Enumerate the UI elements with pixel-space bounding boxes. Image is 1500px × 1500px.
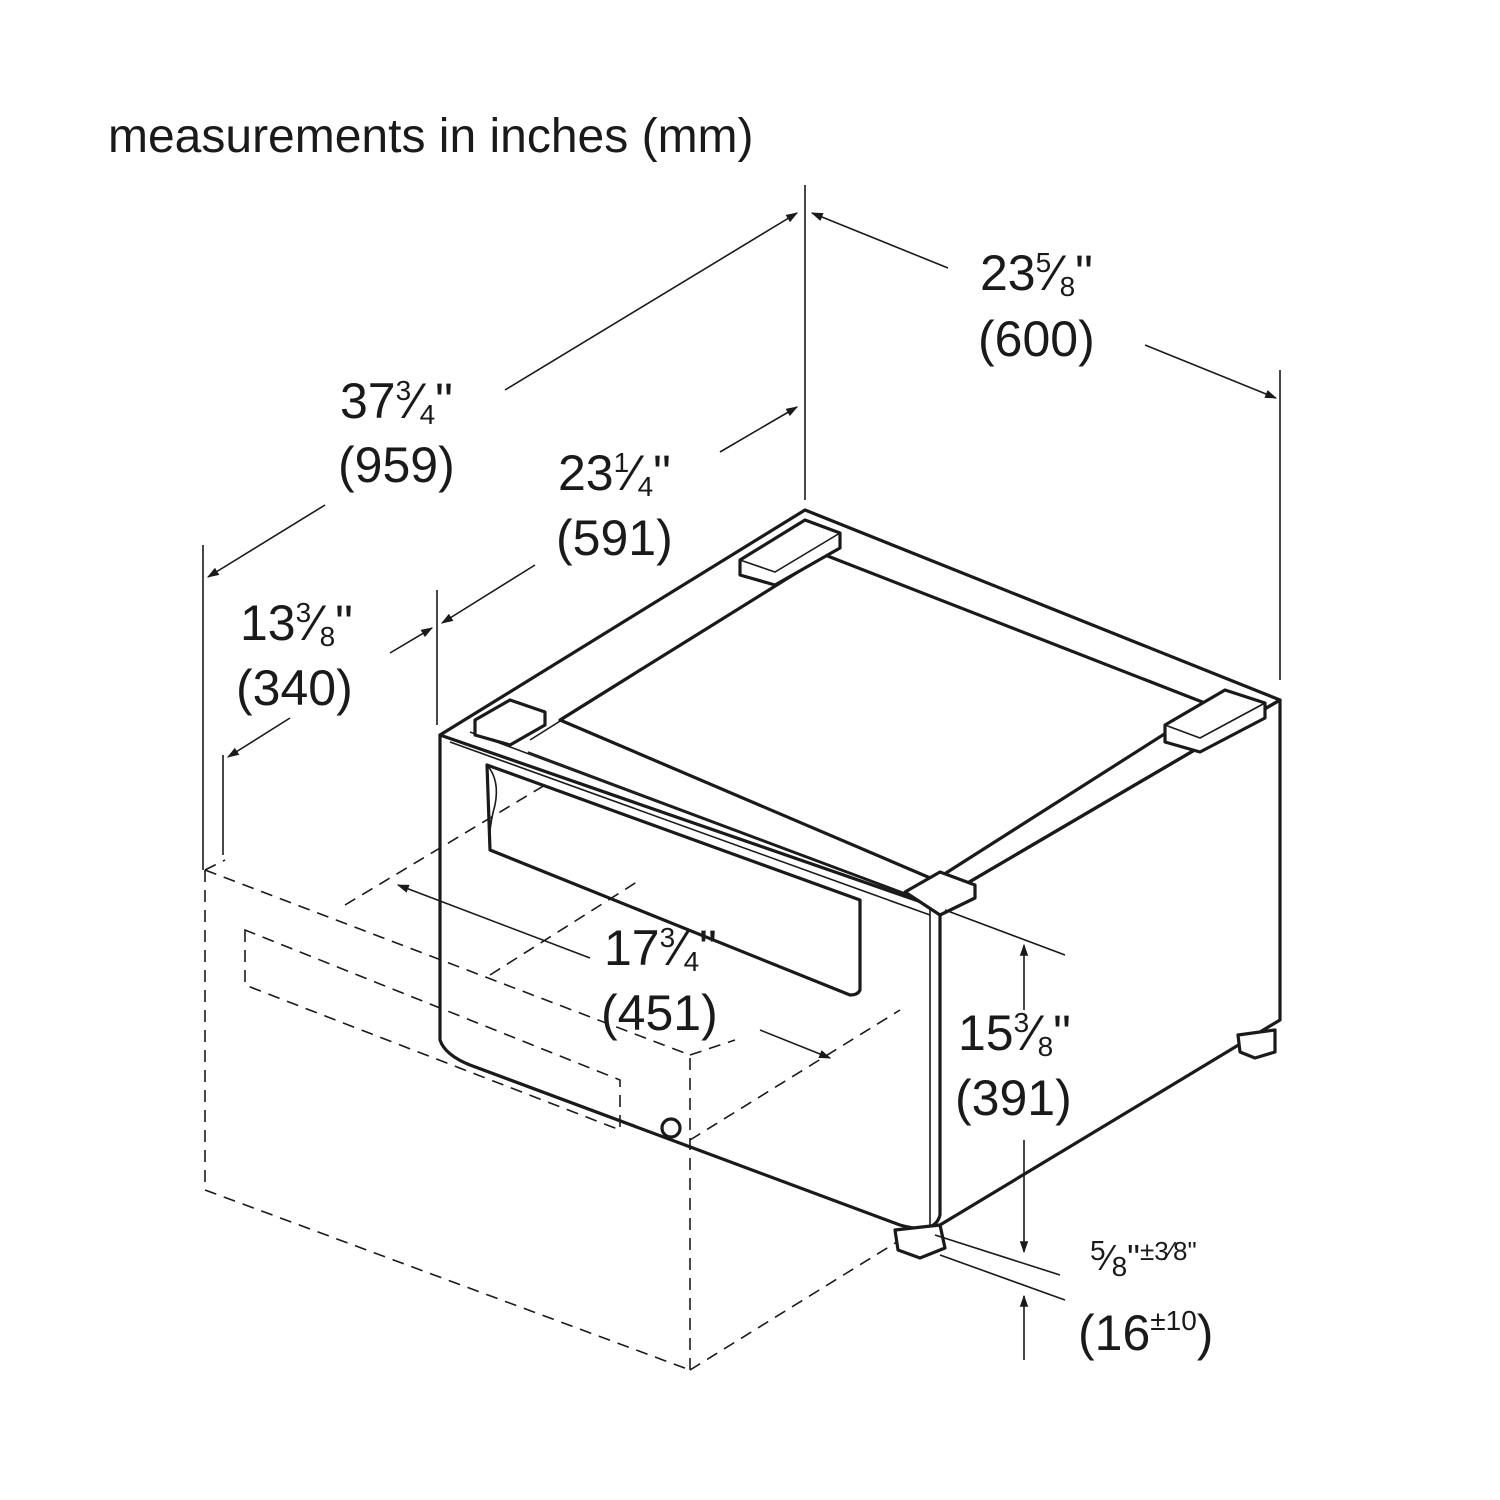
svg-text:173⁄4": 173⁄4" (604, 920, 717, 977)
svg-text:231⁄4": 231⁄4" (558, 445, 671, 502)
dimension-foot-adjustment: 5⁄8"±3⁄8" (16±10) (1078, 1235, 1213, 1361)
svg-text:235⁄8": 235⁄8" (980, 245, 1093, 302)
dimension-total-depth: 373⁄4" (959) (338, 373, 455, 493)
pedestal-body (438, 508, 1282, 1260)
dimension-drawer-extension: 133⁄8" (340) (236, 595, 353, 716)
svg-text:(600): (600) (978, 311, 1095, 367)
svg-text:5⁄8"±3⁄8": 5⁄8"±3⁄8" (1090, 1235, 1197, 1282)
dimension-width: 235⁄8" (600) (978, 245, 1095, 367)
dimension-lines (202, 185, 1281, 1360)
svg-text:(591): (591) (556, 510, 673, 566)
dimension-drawer-width: 173⁄4" (451) (601, 920, 718, 1041)
diagram-title: measurements in inches (mm) (108, 110, 754, 163)
svg-text:133⁄8": 133⁄8" (240, 595, 353, 652)
dimension-height: 153⁄8" (391) (955, 1005, 1072, 1126)
svg-text:(391): (391) (955, 1070, 1072, 1126)
svg-text:153⁄8": 153⁄8" (958, 1005, 1071, 1062)
svg-text:(340): (340) (236, 660, 353, 716)
extended-drawer-outline (204, 784, 901, 1371)
svg-text:(451): (451) (601, 985, 718, 1041)
svg-text:373⁄4": 373⁄4" (340, 373, 453, 430)
svg-text:(16±10): (16±10) (1078, 1305, 1213, 1361)
dimension-body-depth: 231⁄4" (591) (556, 445, 673, 566)
svg-text:(959): (959) (338, 437, 455, 493)
